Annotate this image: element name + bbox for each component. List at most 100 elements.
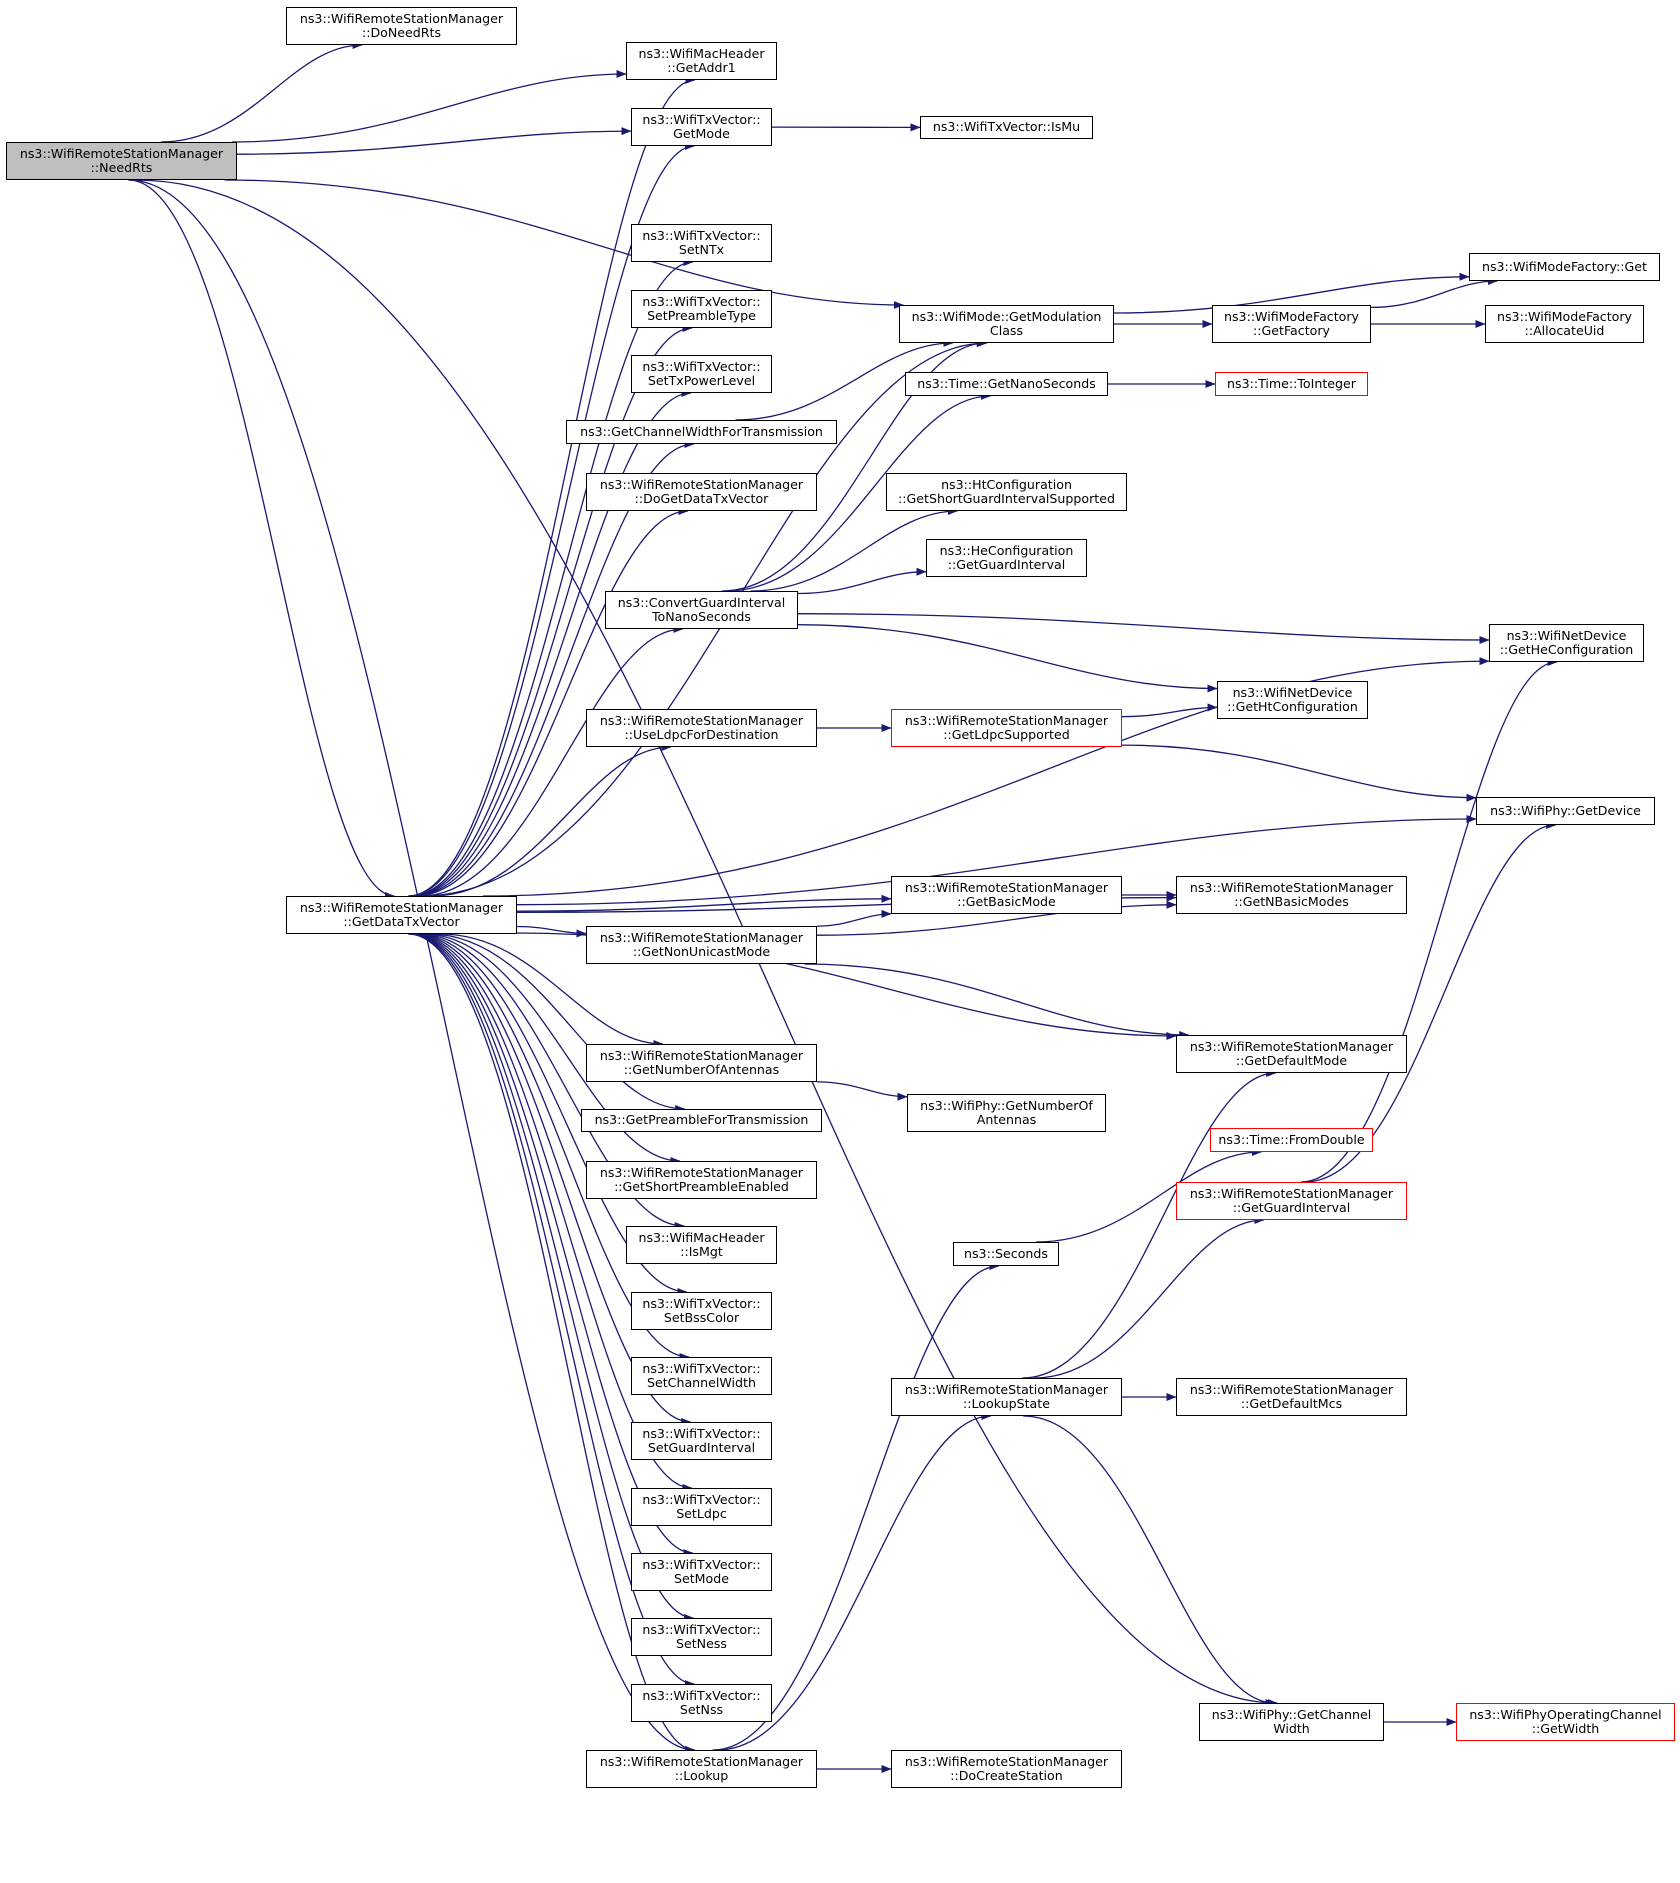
node-label-line1: ns3::WifiPhyOperatingChannel [1469, 1706, 1662, 1722]
call-edge-getDataTxVector-getMode [408, 142, 695, 897]
node-set-ldpc[interactable]: ns3::WifiTxVector:: SetLdpc [631, 1488, 772, 1526]
node-label-line2: Class [989, 323, 1024, 338]
node-set-ness[interactable]: ns3::WifiTxVector:: SetNess [631, 1618, 772, 1656]
node-is-mgt[interactable]: ns3::WifiMacHeader ::IsMgt [626, 1226, 777, 1264]
node-phy-get-channel-width[interactable]: ns3::WifiPhy::GetChannel Width [1199, 1703, 1384, 1741]
node-lookup[interactable]: ns3::WifiRemoteStationManager ::Lookup [586, 1750, 817, 1788]
node-get-n-basic-modes[interactable]: ns3::WifiRemoteStationManager ::GetNBasi… [1176, 876, 1407, 914]
node-label-line1: ns3::WifiRemoteStationManager [599, 1047, 804, 1063]
call-edge-convertGuardInterval-getModulationClass [721, 339, 987, 592]
node-set-mode[interactable]: ns3::WifiTxVector:: SetMode [631, 1553, 772, 1591]
call-edge-getDataTxVector-setBssColor [415, 933, 688, 1296]
node-lookup-state[interactable]: ns3::WifiRemoteStationManager ::LookupSt… [891, 1378, 1122, 1416]
node-mode-factory-get[interactable]: ns3::WifiModeFactory::Get [1469, 253, 1660, 281]
node-label-line1: ns3::WifiTxVector:: [642, 1687, 761, 1703]
node-get-nano-seconds[interactable]: ns3::Time::GetNanoSeconds [905, 372, 1108, 396]
call-edge-convertGuardInterval-getHeConfiguration [797, 613, 1490, 644]
node-label-line1: ns3::WifiRemoteStationManager [1189, 1038, 1394, 1054]
node-get-preamble-for-transmission[interactable]: ns3::GetPreambleForTransmission [581, 1109, 822, 1132]
node-seconds[interactable]: ns3::Seconds [953, 1242, 1059, 1266]
node-get-modulation-class[interactable]: ns3::WifiMode::GetModulation Class [899, 305, 1114, 343]
node-get-non-unicast-mode[interactable]: ns3::WifiRemoteStationManager ::GetNonUn… [586, 926, 817, 964]
node-operating-channel-get-width[interactable]: ns3::WifiPhyOperatingChannel ::GetWidth [1456, 1703, 1675, 1741]
node-allocate-uid[interactable]: ns3::WifiModeFactory ::AllocateUid [1485, 305, 1644, 343]
call-edge-getNonUnicastMode-getBasicMode [816, 909, 892, 927]
node-label-line2: ::GetShortPreambleEnabled [614, 1179, 789, 1194]
call-edge-getDataTxVector-getNumberOfAntennas [439, 933, 664, 1048]
node-label-line2: ::GetNBasicModes [1234, 894, 1349, 909]
node-get-short-preamble-enabled[interactable]: ns3::WifiRemoteStationManager ::GetShort… [586, 1161, 817, 1199]
node-set-bss-color[interactable]: ns3::WifiTxVector:: SetBssColor [631, 1292, 772, 1330]
node-label-line2: ::NeedRts [90, 160, 153, 175]
node-set-tx-power-level[interactable]: ns3::WifiTxVector:: SetTxPowerLevel [631, 355, 772, 393]
node-label-line2: SetNss [679, 1702, 724, 1717]
call-edge-getDataTxVector-useLdpcForDestination [431, 743, 672, 897]
node-set-channel-width[interactable]: ns3::WifiTxVector:: SetChannelWidth [631, 1357, 772, 1395]
node-is-mu[interactable]: ns3::WifiTxVector::IsMu [920, 116, 1093, 139]
call-edge-getLdpcSupported-phyGetDevice [1121, 744, 1477, 802]
node-label-line1: ns3::Time::ToInteger [1227, 375, 1356, 391]
call-edge-getDataTxVector-getPreambleForTransmission [429, 933, 686, 1113]
node-get-he-configuration[interactable]: ns3::WifiNetDevice ::GetHeConfiguration [1489, 624, 1644, 662]
node-label-line1: ns3::WifiTxVector:: [642, 227, 761, 243]
node-get-channel-width-for-transmission[interactable]: ns3::GetChannelWidthForTransmission [566, 420, 837, 444]
node-label-line2: ::GetHeConfiguration [1499, 642, 1634, 657]
node-get-mode[interactable]: ns3::WifiTxVector:: GetMode [631, 108, 772, 146]
call-edge-getDataTxVector-phyGetDevice [516, 815, 1477, 906]
node-convert-guard-interval[interactable]: ns3::ConvertGuardInterval ToNanoSeconds [605, 591, 798, 629]
node-get-default-mcs[interactable]: ns3::WifiRemoteStationManager ::GetDefau… [1176, 1378, 1407, 1416]
node-use-ldpc-for-destination[interactable]: ns3::WifiRemoteStationManager ::UseLdpcF… [586, 709, 817, 747]
node-get-ldpc-supported[interactable]: ns3::WifiRemoteStationManager ::GetLdpcS… [891, 709, 1122, 747]
node-rsm-get-guard-interval[interactable]: ns3::WifiRemoteStationManager ::GetGuard… [1176, 1182, 1407, 1220]
call-edge-root-getModulationClass [224, 179, 904, 309]
node-from-double[interactable]: ns3::Time::FromDouble [1210, 1128, 1373, 1152]
node-label-line2: SetBssColor [663, 1310, 740, 1325]
call-edge-convertGuardInterval-getShortGuardIntervalSupported [750, 507, 958, 592]
node-do-create-station[interactable]: ns3::WifiRemoteStationManager ::DoCreate… [891, 1750, 1122, 1788]
node-label-line1: ns3::WifiRemoteStationManager [1189, 1185, 1394, 1201]
node-do-get-data-tx-vector[interactable]: ns3::WifiRemoteStationManager ::DoGetDat… [586, 473, 817, 511]
node-get-default-mode[interactable]: ns3::WifiRemoteStationManager ::GetDefau… [1176, 1035, 1407, 1073]
node-set-guard-interval[interactable]: ns3::WifiTxVector:: SetGuardInterval [631, 1422, 772, 1460]
node-label-line1: ns3::WifiMode::GetModulation [911, 308, 1102, 324]
node-he-get-guard-interval[interactable]: ns3::HeConfiguration ::GetGuardInterval [926, 539, 1087, 577]
call-edge-getDataTxVector-getHeConfiguration [482, 657, 1490, 897]
node-label-line2: ::IsMgt [680, 1244, 723, 1259]
node-label-line2: SetNess [676, 1636, 727, 1651]
call-edge-getDataTxVector-getNonUnicastMode [516, 925, 587, 938]
node-set-n-tx[interactable]: ns3::WifiTxVector:: SetNTx [631, 224, 772, 262]
node-set-preamble-type[interactable]: ns3::WifiTxVector:: SetPreambleType [631, 290, 772, 328]
node-do-need-rts[interactable]: ns3::WifiRemoteStationManager ::DoNeedRt… [286, 7, 517, 45]
node-get-short-guard-interval-supported[interactable]: ns3::HtConfiguration ::GetShortGuardInte… [886, 473, 1127, 511]
node-label-line1: ns3::GetPreambleForTransmission [594, 1112, 809, 1128]
node-label-line2: ::GetShortGuardIntervalSupported [898, 491, 1115, 506]
call-edge-rsmGetGuardInterval-phyGetDevice [1304, 821, 1557, 1183]
node-label-line1: ns3::WifiNetDevice [1232, 684, 1353, 700]
node-label-line2: ::GetDataTxVector [343, 914, 460, 929]
node-get-number-of-antennas[interactable]: ns3::WifiRemoteStationManager ::GetNumbe… [586, 1044, 817, 1082]
node-label-line2: GetMode [673, 126, 730, 141]
node-label-line2: ::AllocateUid [1524, 323, 1605, 338]
node-get-factory[interactable]: ns3::WifiModeFactory ::GetFactory [1212, 305, 1371, 343]
node-phy-get-device[interactable]: ns3::WifiPhy::GetDevice [1476, 797, 1655, 825]
call-edge-getDataTxVector-getChannelWidthForTransmission [413, 440, 695, 897]
node-label-line1: ns3::WifiRemoteStationManager [904, 1381, 1109, 1397]
node-get-basic-mode[interactable]: ns3::WifiRemoteStationManager ::GetBasic… [891, 876, 1122, 914]
node-set-nss[interactable]: ns3::WifiTxVector:: SetNss [631, 1684, 772, 1722]
node-get-addr1[interactable]: ns3::WifiMacHeader ::GetAddr1 [626, 42, 777, 80]
call-edge-convertGuardInterval-getNanoSeconds [727, 392, 991, 592]
node-label-line1: ns3::WifiRemoteStationManager [299, 10, 504, 26]
call-edge-getDataTxVector-getBasicMode [516, 894, 892, 912]
call-edge-root-doNeedRts [160, 41, 363, 143]
node-get-data-tx-vector[interactable]: ns3::WifiRemoteStationManager ::GetDataT… [286, 896, 517, 934]
node-label-line1: ns3::WifiPhy::GetChannel [1211, 1706, 1372, 1722]
node-to-integer[interactable]: ns3::Time::ToInteger [1215, 372, 1368, 396]
node-get-ht-configuration[interactable]: ns3::WifiNetDevice ::GetHtConfiguration [1217, 681, 1368, 719]
node-label-line2: ::GetLdpcSupported [943, 727, 1070, 742]
node-phy-get-number-of-antennas[interactable]: ns3::WifiPhy::GetNumberOf Antennas [907, 1094, 1106, 1132]
node-label-line1: ns3::Time::FromDouble [1218, 1131, 1365, 1147]
call-edge-getDataTxVector-setChannelWidth [413, 933, 690, 1361]
node-label-line1: ns3::WifiMacHeader [638, 45, 765, 61]
call-edge-getModulationClass-modeFactoryGet [1113, 272, 1470, 314]
